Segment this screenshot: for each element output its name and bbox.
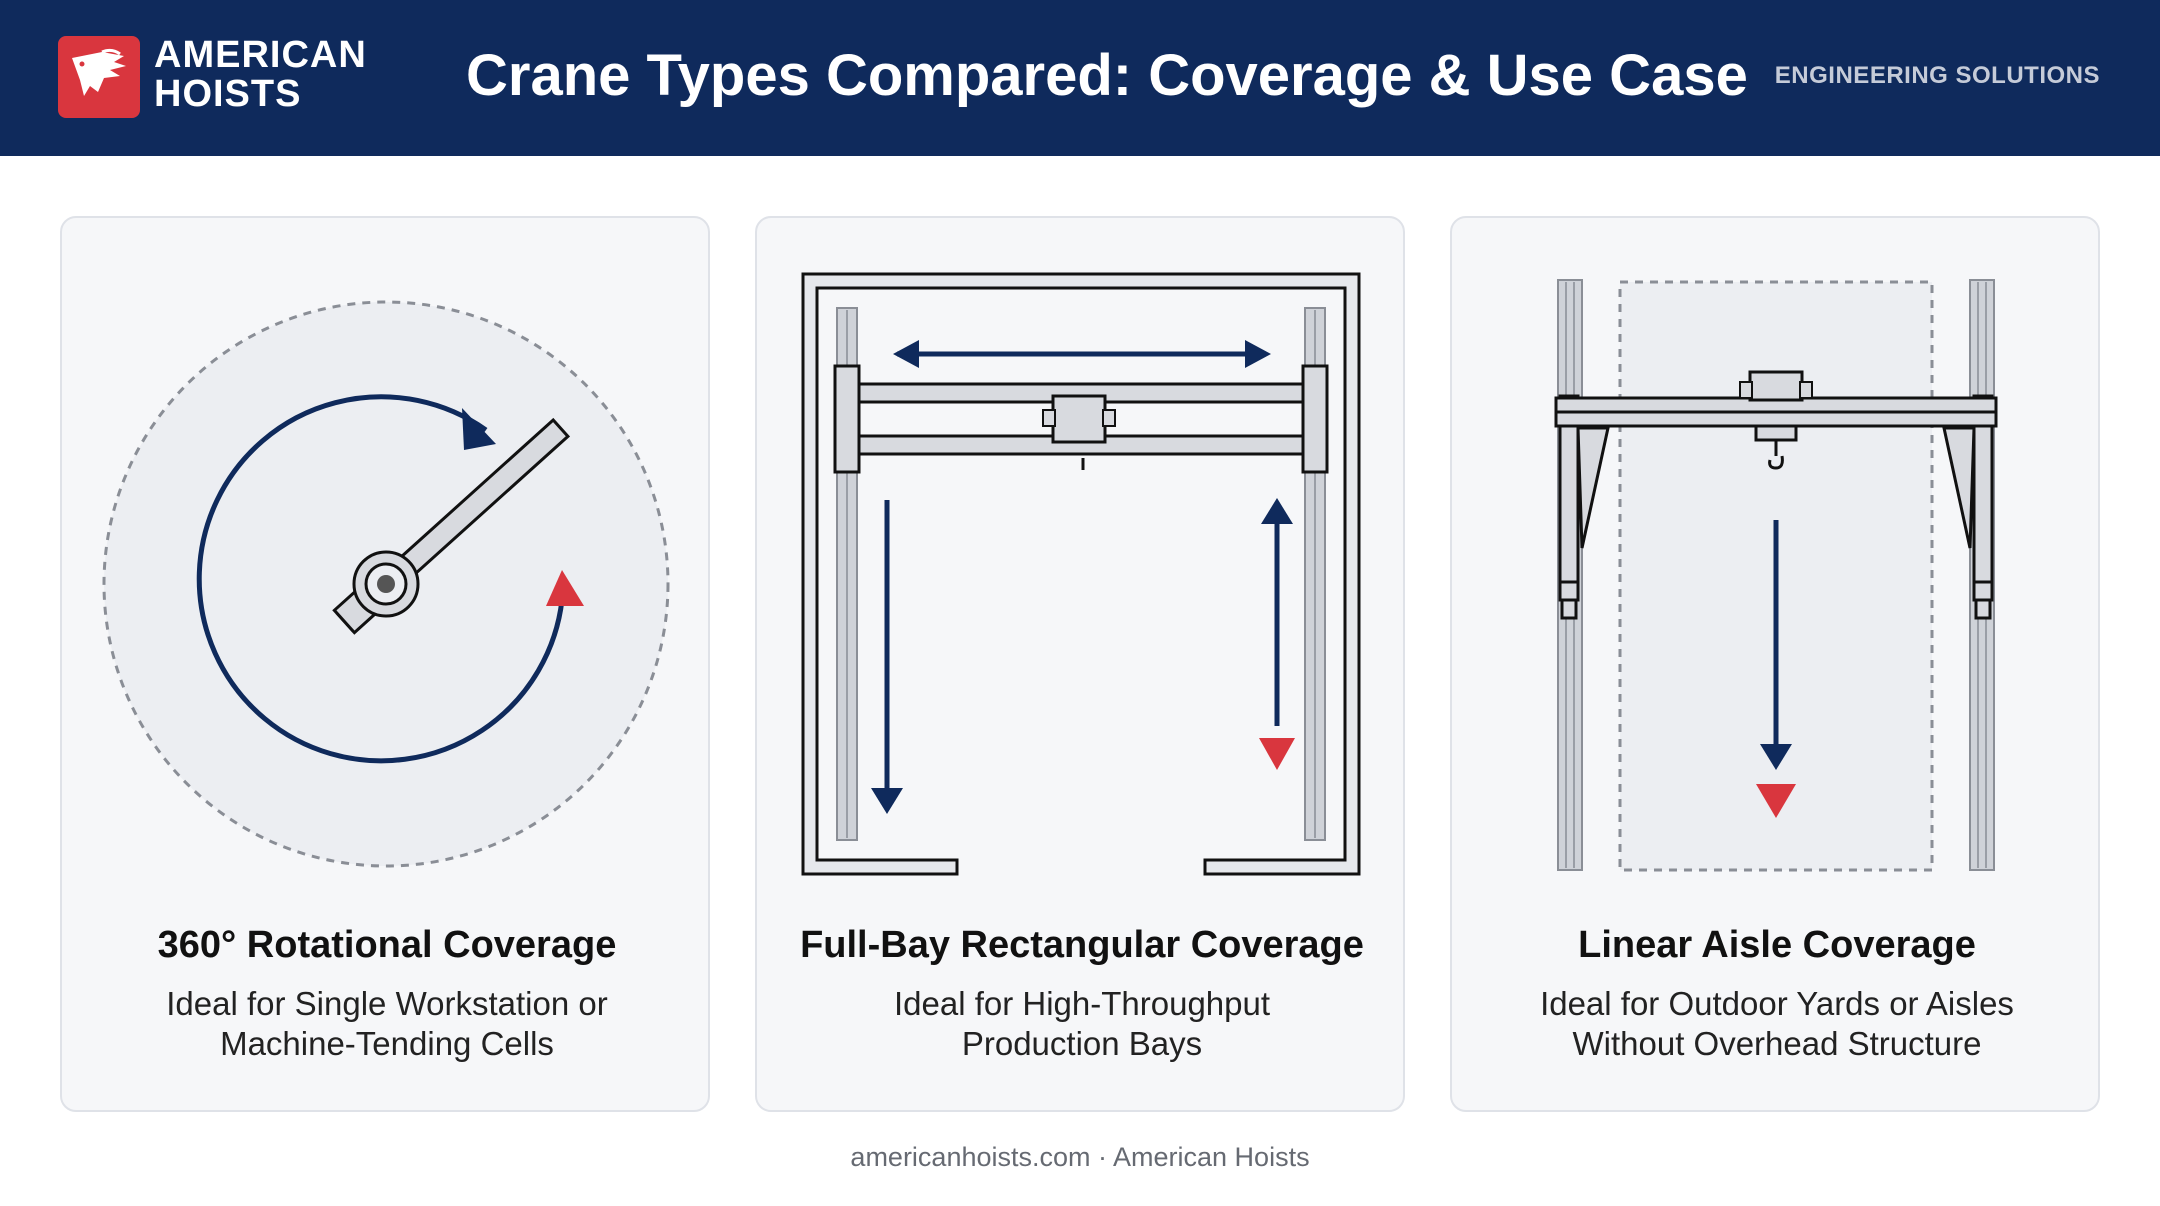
card-title: Full-Bay Rectangular Coverage bbox=[800, 924, 1364, 966]
card-description-line: Ideal for Single Workstation or bbox=[166, 985, 608, 1022]
card-description-line: Ideal for Outdoor Yards or Aisles bbox=[1540, 985, 2014, 1022]
logo-line-1: AMERICAN bbox=[154, 34, 367, 76]
header-bar: AMERICAN HOISTS Crane Types Compared: Co… bbox=[0, 0, 2160, 156]
jib-crane-icon bbox=[102, 300, 670, 868]
card-title: Linear Aisle Coverage bbox=[1578, 924, 1976, 966]
eagle-logo-icon bbox=[58, 36, 140, 118]
page-title: Crane Types Compared: Coverage & Use Cas… bbox=[466, 43, 1748, 108]
card-description-line: Production Bays bbox=[961, 1025, 1203, 1062]
card-description: Ideal for Outdoor Yards or Aisles Withou… bbox=[1452, 984, 2102, 1064]
card-rectangular: Full-Bay Rectangular Coverage Ideal for … bbox=[755, 216, 1405, 1112]
card-description-line: Without Overhead Structure bbox=[1572, 1025, 1982, 1062]
card-description-line: Ideal for High-Throughput bbox=[893, 985, 1271, 1022]
card-linear: Linear Aisle Coverage Ideal for Outdoor … bbox=[1450, 216, 2100, 1112]
brand-logo-text: AMERICAN HOISTS bbox=[154, 36, 367, 114]
bridge-crane-icon bbox=[801, 272, 1361, 876]
card-description: Ideal for Single Workstation or Machine-… bbox=[62, 984, 712, 1064]
header-tagline: ENGINEERING SOLUTIONS bbox=[1774, 62, 2100, 89]
logo-line-2: HOISTS bbox=[154, 73, 302, 115]
card-title: 360° Rotational Coverage bbox=[157, 924, 617, 966]
gantry-crane-icon bbox=[1554, 279, 1998, 872]
card-rotational: 360° Rotational Coverage Ideal for Singl… bbox=[60, 216, 710, 1112]
card-description-line: Machine-Tending Cells bbox=[220, 1025, 554, 1062]
footer-credit: americanhoists.com · American Hoists bbox=[850, 1142, 1310, 1172]
card-description: Ideal for High-Throughput Production Bay… bbox=[757, 984, 1407, 1064]
